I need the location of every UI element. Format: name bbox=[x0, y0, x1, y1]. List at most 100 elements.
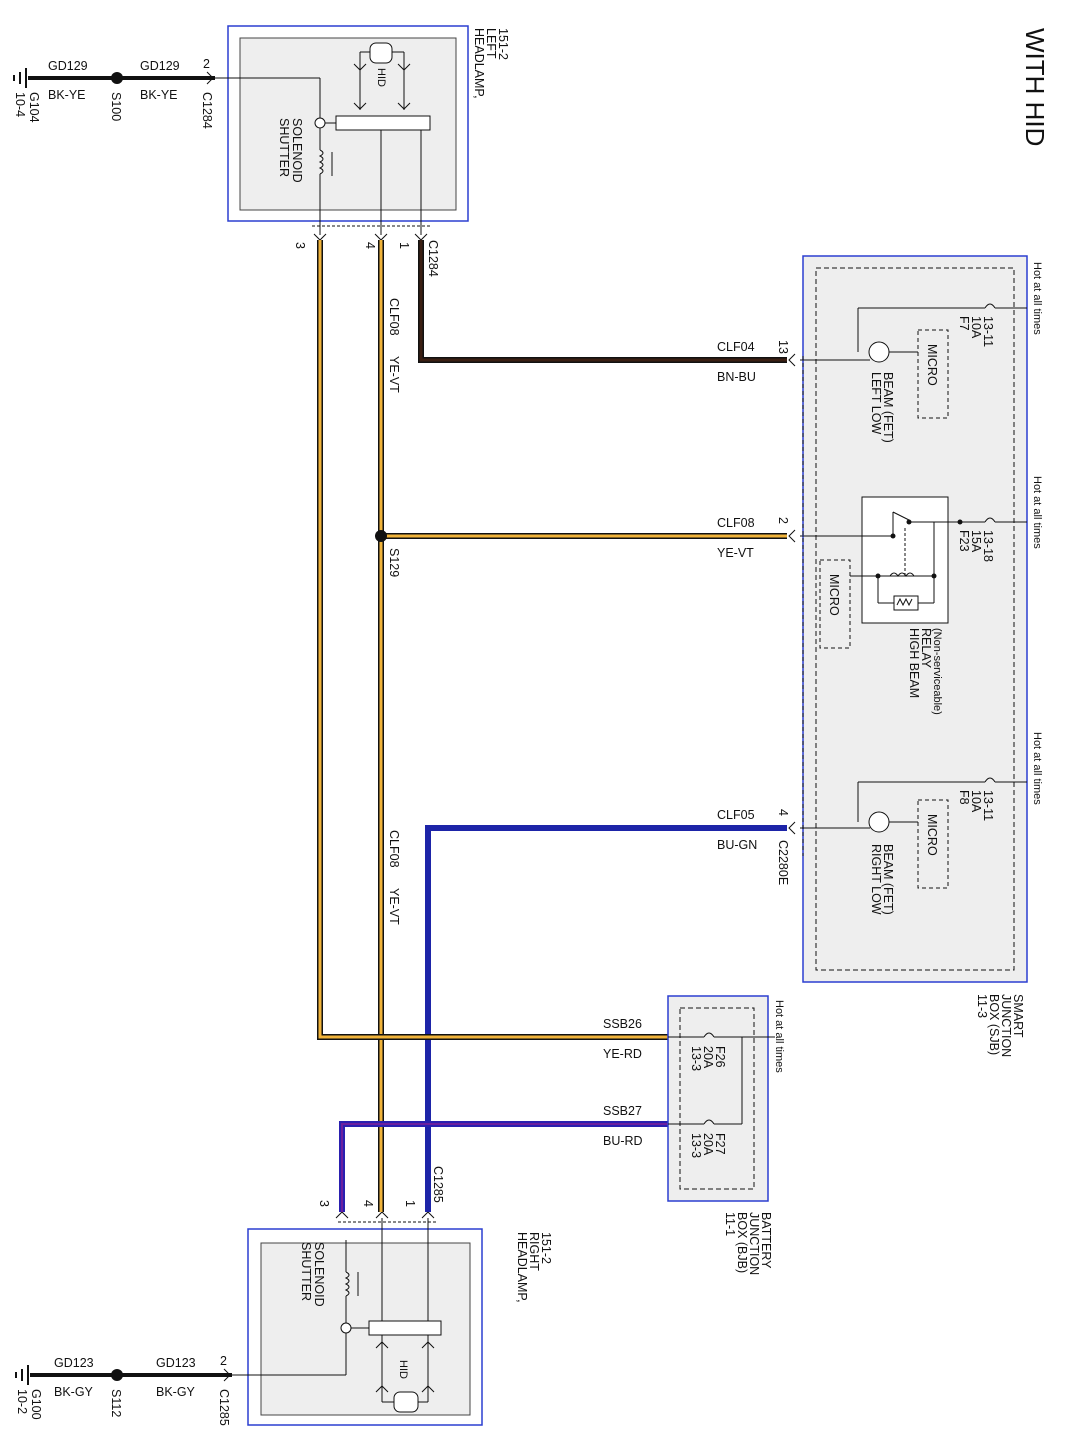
micro-label-3: MICRO bbox=[925, 814, 939, 856]
solenoid-right-label-2: SOLENOID bbox=[312, 1242, 326, 1307]
headlamp-left-name-1: HEADLAMP, bbox=[472, 28, 486, 99]
hid-right-label: HID bbox=[397, 1360, 409, 1379]
f7-rating: 10A bbox=[969, 316, 983, 339]
ground-right-color-a: BK-GY bbox=[54, 1385, 94, 1399]
fuse-f23-icon bbox=[984, 517, 996, 523]
ground-left-circuit-a: GD129 bbox=[48, 59, 88, 73]
battery-junction-box: F26 20A 13-3 F27 20A 13-3 Hot at all tim… bbox=[667, 995, 785, 1275]
left-low-label-1: LEFT LOW bbox=[869, 372, 883, 434]
ground-right-connector: C1285 bbox=[217, 1389, 231, 1426]
splice-s100: S100 bbox=[109, 92, 123, 121]
headlamp-left-name-2: LEFT bbox=[484, 28, 498, 59]
solenoid-right-label-1: SHUTTER bbox=[299, 1242, 313, 1301]
wire-clf04-color: BN-BU bbox=[717, 370, 756, 384]
right-low-label-1: RIGHT LOW bbox=[869, 844, 883, 915]
pin-4: 4 bbox=[363, 242, 377, 249]
fuse-f27-icon bbox=[703, 1119, 715, 1125]
wire-ssb26-color: YE-RD bbox=[603, 1047, 642, 1061]
left-low-beam-fet: MICRO LEFT LOW BEAM (FET) F7 10A 13-11 H… bbox=[800, 262, 1043, 443]
wire-clf05-circuit: CLF05 bbox=[717, 808, 755, 822]
f8-name: F8 bbox=[957, 790, 971, 805]
fuse-f26-icon bbox=[703, 1032, 715, 1038]
headlamp-left: HID SHUTTER SOLENOID HEADLAMP, bbox=[215, 25, 510, 235]
connector-label: C1284 bbox=[426, 240, 440, 277]
ground-g104: G104 bbox=[27, 92, 41, 123]
f27-ref: 13-3 bbox=[689, 1133, 703, 1158]
f23-ref: 13-18 bbox=[981, 530, 995, 562]
ballast-block bbox=[335, 115, 431, 131]
pin-1-right: 1 bbox=[403, 1200, 417, 1207]
micro-label-1: MICRO bbox=[925, 344, 939, 386]
relay-label-2: RELAY bbox=[919, 628, 933, 669]
wire-clf08-color: YE-VT bbox=[717, 546, 754, 560]
headlamp-right-name-2: RIGHT bbox=[527, 1232, 541, 1271]
ground-left-connector: C1284 bbox=[200, 92, 214, 129]
bjb-name-3: BOX (BJB) bbox=[735, 1212, 749, 1273]
relay-label-3-visible: (Non-serviceable) bbox=[931, 628, 943, 715]
wire-ssb27-circuit: SSB27 bbox=[603, 1104, 642, 1118]
sjb-pin-2: 2 bbox=[776, 517, 790, 524]
f26-ref: 13-3 bbox=[689, 1046, 703, 1071]
right-low-label-2: BEAM (FET) bbox=[881, 844, 895, 915]
ground-right-pin: 2 bbox=[220, 1354, 227, 1368]
splice-s129: S129 bbox=[387, 548, 401, 577]
shutter-solenoid-icon-right bbox=[344, 1240, 359, 1323]
f23-rating: 15A bbox=[969, 530, 983, 553]
hid-bulb-icon-right: HID bbox=[375, 1335, 435, 1413]
ground-g100: G100 bbox=[29, 1389, 43, 1420]
sjb-connector: C2280E bbox=[776, 840, 790, 885]
fuse-f8-icon bbox=[984, 777, 996, 783]
fuse-f7-icon bbox=[984, 303, 996, 309]
headlamp-right-ref: 151-2 bbox=[539, 1232, 553, 1264]
bjb-ref: 11-1 bbox=[723, 1212, 737, 1236]
wire-ssb27-color: BU-RD bbox=[603, 1134, 643, 1148]
headlamp-right-name-1: HEADLAMP, bbox=[515, 1232, 529, 1303]
connector-label-right: C1285 bbox=[431, 1166, 445, 1203]
shutter-solenoid-icon bbox=[318, 128, 333, 235]
ground-left: GD129 GD129 BK-YE BK-YE S100 G104 10-4 2… bbox=[13, 57, 215, 129]
diagram-title: WITH HID bbox=[1020, 28, 1050, 146]
wire-clf08-v1-color: YE-VT bbox=[387, 356, 401, 393]
f27-rating: 20A bbox=[701, 1133, 715, 1156]
f26-name: F26 bbox=[713, 1046, 727, 1068]
pin-1: 1 bbox=[397, 242, 411, 249]
ballast-block-right bbox=[368, 1320, 442, 1336]
sjb-pin-13: 13 bbox=[776, 340, 790, 354]
wire-ssb26-circuit: SSB26 bbox=[603, 1017, 642, 1031]
splice-s112: S112 bbox=[109, 1389, 123, 1417]
f26-rating: 20A bbox=[701, 1046, 715, 1069]
sjb-ref: 11-3 bbox=[975, 994, 989, 1018]
smart-junction-box: 13 2 4 C2280E MICRO LEFT LOW BEAM (FET) … bbox=[776, 255, 1043, 1057]
relay-label-1: HIGH BEAM bbox=[907, 628, 921, 698]
ground-right-color-b: BK-GY bbox=[156, 1385, 196, 1399]
ground-right-circuit-a: GD123 bbox=[54, 1356, 94, 1370]
solenoid-label-1: SHUTTER bbox=[277, 118, 291, 177]
wire-clf04-circuit: CLF04 bbox=[717, 340, 755, 354]
hid-label: HID bbox=[375, 68, 387, 87]
ground-left-pin: 2 bbox=[203, 57, 210, 71]
headlamp-right: SHUTTER SOLENOID HID HEADLAMP, RIGHT 151… bbox=[232, 1218, 553, 1426]
f23-name: F23 bbox=[957, 530, 971, 552]
solenoid-label-2: SOLENOID bbox=[290, 118, 304, 183]
wire-clf08-v2-color: YE-VT bbox=[387, 888, 401, 925]
connector-c1285-right: 3 4 1 C1285 bbox=[317, 1166, 445, 1223]
ground-left-circuit-b: GD129 bbox=[140, 59, 180, 73]
sjb-hot-3: Hot at all times bbox=[1031, 732, 1043, 805]
f8-ref: 13-11 bbox=[981, 790, 995, 821]
wire-clf08-v1-circuit: CLF08 bbox=[387, 298, 401, 336]
ground-g104-ref: 10-4 bbox=[13, 92, 27, 117]
micro-label-2: MICRO bbox=[827, 574, 841, 616]
hid-bulb-icon: HID bbox=[353, 42, 411, 110]
wire-clf08-v2-circuit: CLF08 bbox=[387, 830, 401, 868]
pin-3: 3 bbox=[293, 242, 307, 249]
pin-4-right: 4 bbox=[361, 1200, 375, 1207]
f7-name: F7 bbox=[957, 316, 971, 331]
pin-3-right: 3 bbox=[317, 1200, 331, 1207]
sjb-hot-2: Hot at all times bbox=[1031, 476, 1043, 549]
sjb-name-1: SMART bbox=[1011, 994, 1025, 1038]
f27-name: F27 bbox=[713, 1133, 727, 1155]
connector-c1284-left: 3 4 1 C1284 bbox=[293, 225, 440, 277]
bjb-name-2: JUNCTION bbox=[747, 1212, 761, 1275]
ground-left-color-a: BK-YE bbox=[48, 88, 86, 102]
